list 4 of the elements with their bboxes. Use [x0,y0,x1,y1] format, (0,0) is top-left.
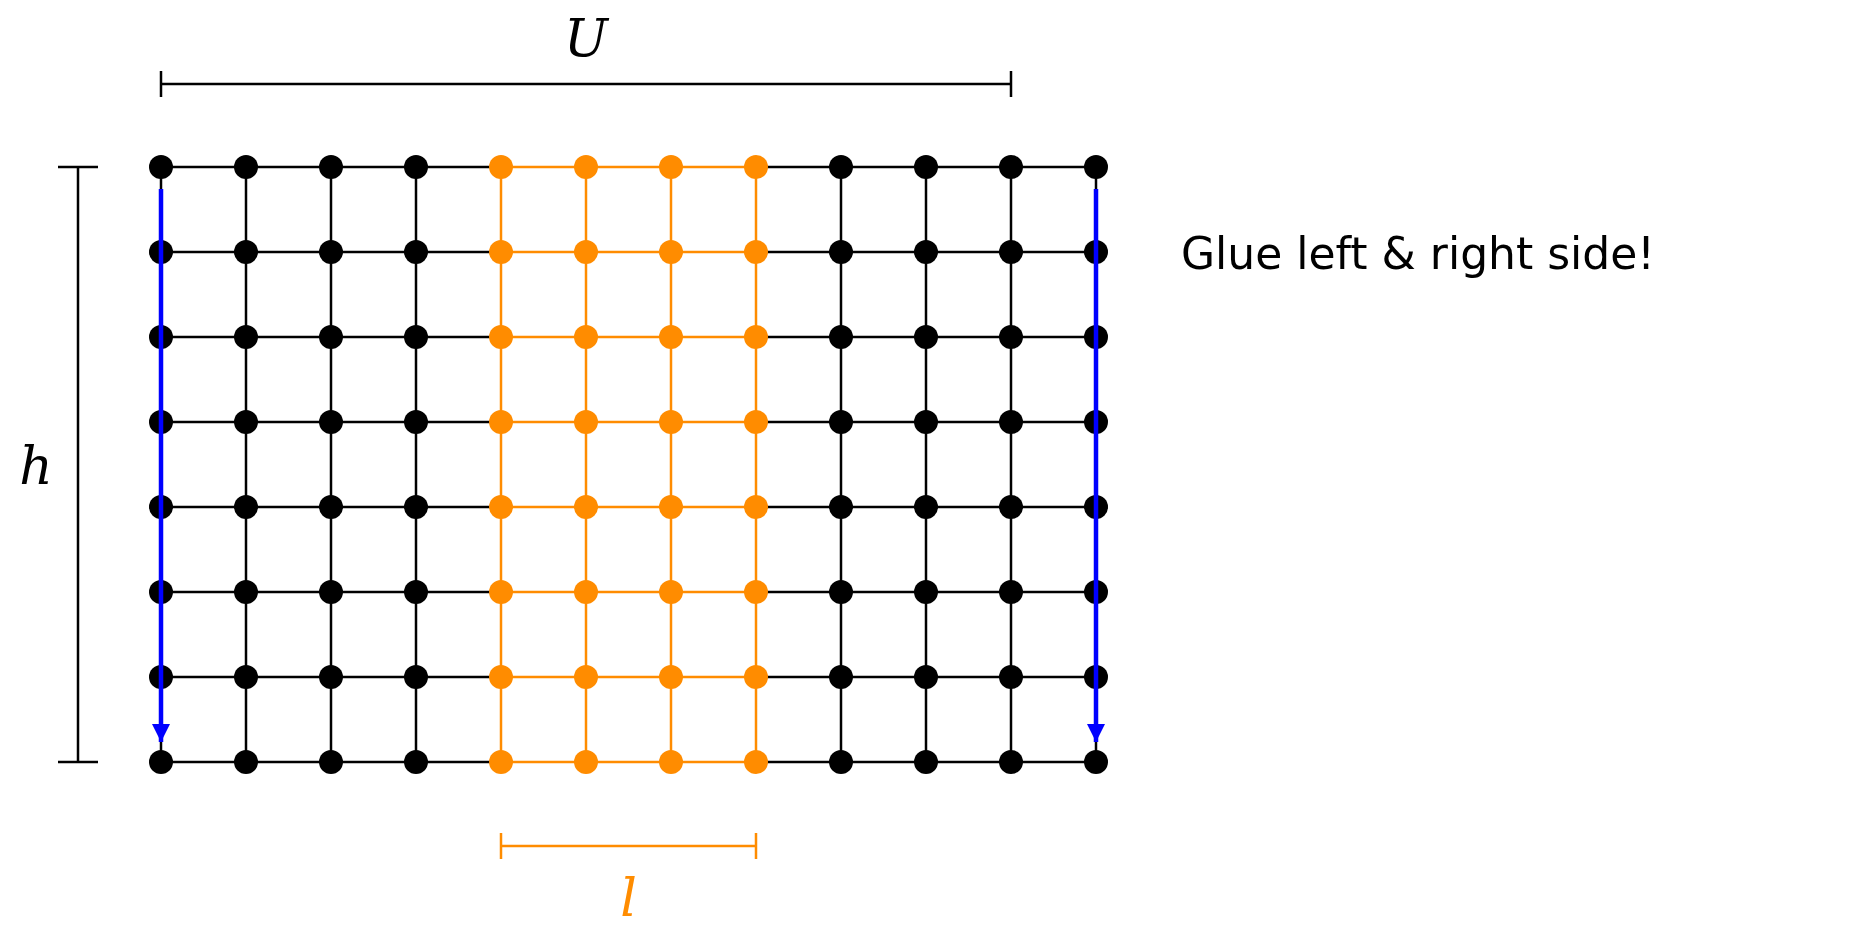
variable-label: l [620,872,637,924]
variable-label: U [564,12,608,64]
note-text: Glue left & right side! [1181,232,1655,276]
variable-label: h [19,440,53,492]
